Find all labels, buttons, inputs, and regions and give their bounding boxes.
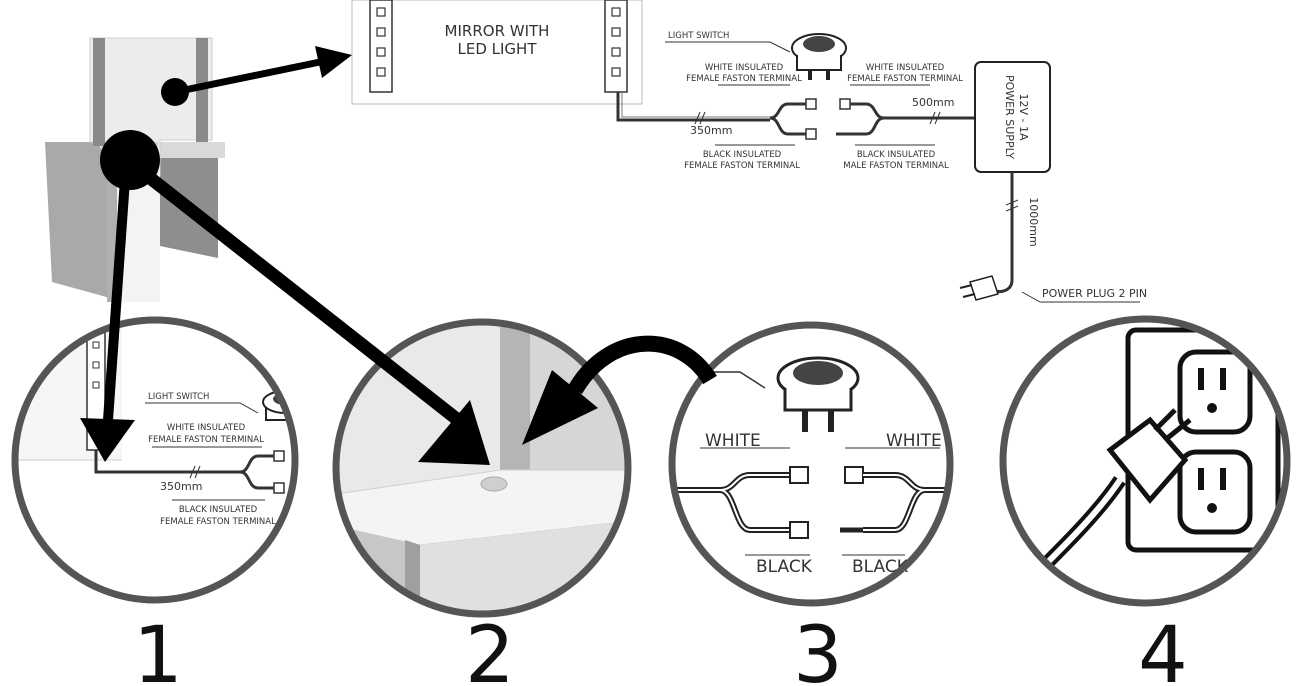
step-number-3: 3	[793, 611, 843, 686]
white-female2-label-2: FEMALE FASTON TERMINAL	[847, 74, 963, 84]
length-1000-label: 1000mm	[1027, 197, 1040, 246]
light-switch-label: LIGHT SWITCH	[668, 31, 729, 41]
c1-length-label: 350mm	[160, 480, 202, 493]
led-strip-left	[376, 7, 386, 77]
step-numbers: 1 2 3 4	[133, 611, 1188, 686]
c3-black-left: BLACK	[756, 557, 813, 577]
black-male-label-1: BLACK INSULATED	[857, 150, 936, 160]
c3-white-right: WHITE	[886, 431, 942, 451]
c1-black-label-2: FEMALE FASTON TERMINAL	[160, 517, 276, 527]
black-female-label-2: FEMALE FASTON TERMINAL	[684, 161, 800, 171]
mirror-frame	[351, 0, 643, 105]
c1-white-label-1: WHITE INSULATED	[167, 423, 246, 433]
c1-white-label-2: FEMALE FASTON TERMINAL	[148, 435, 264, 445]
light-switch-icon	[791, 33, 847, 80]
white-female2-label-1: WHITE INSULATED	[866, 63, 945, 73]
detail-circle-1: LIGHT SWITCH WHITE INSULATED FEMALE FAST…	[11, 316, 299, 604]
black-male-label-2: MALE FASTON TERMINAL	[843, 161, 949, 171]
step-number-4: 4	[1138, 611, 1188, 686]
detail-circle-3: WHITE WHITE BLACK BLACK	[668, 321, 954, 607]
length-350-label: 350mm	[690, 124, 732, 137]
white-female-label-2: FEMALE FASTON TERMINAL	[686, 74, 802, 84]
pointer-arrows	[80, 46, 717, 465]
length-500-label: 500mm	[912, 96, 954, 109]
mirror-label-line1: MIRROR WITH	[445, 22, 550, 40]
white-female-label-1: WHITE INSULATED	[705, 63, 784, 73]
psu-label-2: POWER SUPPLY	[1003, 75, 1016, 159]
c3-white-left: WHITE	[705, 431, 761, 451]
mirror-label-line2: LED LIGHT	[458, 40, 538, 58]
step-number-2: 2	[465, 611, 515, 686]
detail-circle-2	[332, 318, 632, 618]
light-switch-icon-c3	[776, 356, 860, 432]
plug-icon	[1035, 408, 1192, 575]
wall-outlet-icon	[1035, 327, 1281, 575]
c1-black-label-1: BLACK INSULATED	[179, 505, 258, 515]
wiring-diagram: MIRROR WITH LED LIGHT LIGHT SWITCH WHITE…	[351, 0, 1147, 303]
black-female-label-1: BLACK INSULATED	[703, 150, 782, 160]
c1-light-switch-label: LIGHT SWITCH	[148, 392, 209, 402]
detail-circle-4	[999, 315, 1291, 607]
psu-label-1: 12V - 1A	[1017, 93, 1030, 140]
power-plug-icon	[959, 275, 999, 301]
power-plug-label: POWER PLUG 2 PIN	[1042, 287, 1147, 300]
led-strip-right	[611, 7, 621, 77]
step-number-1: 1	[133, 611, 183, 686]
